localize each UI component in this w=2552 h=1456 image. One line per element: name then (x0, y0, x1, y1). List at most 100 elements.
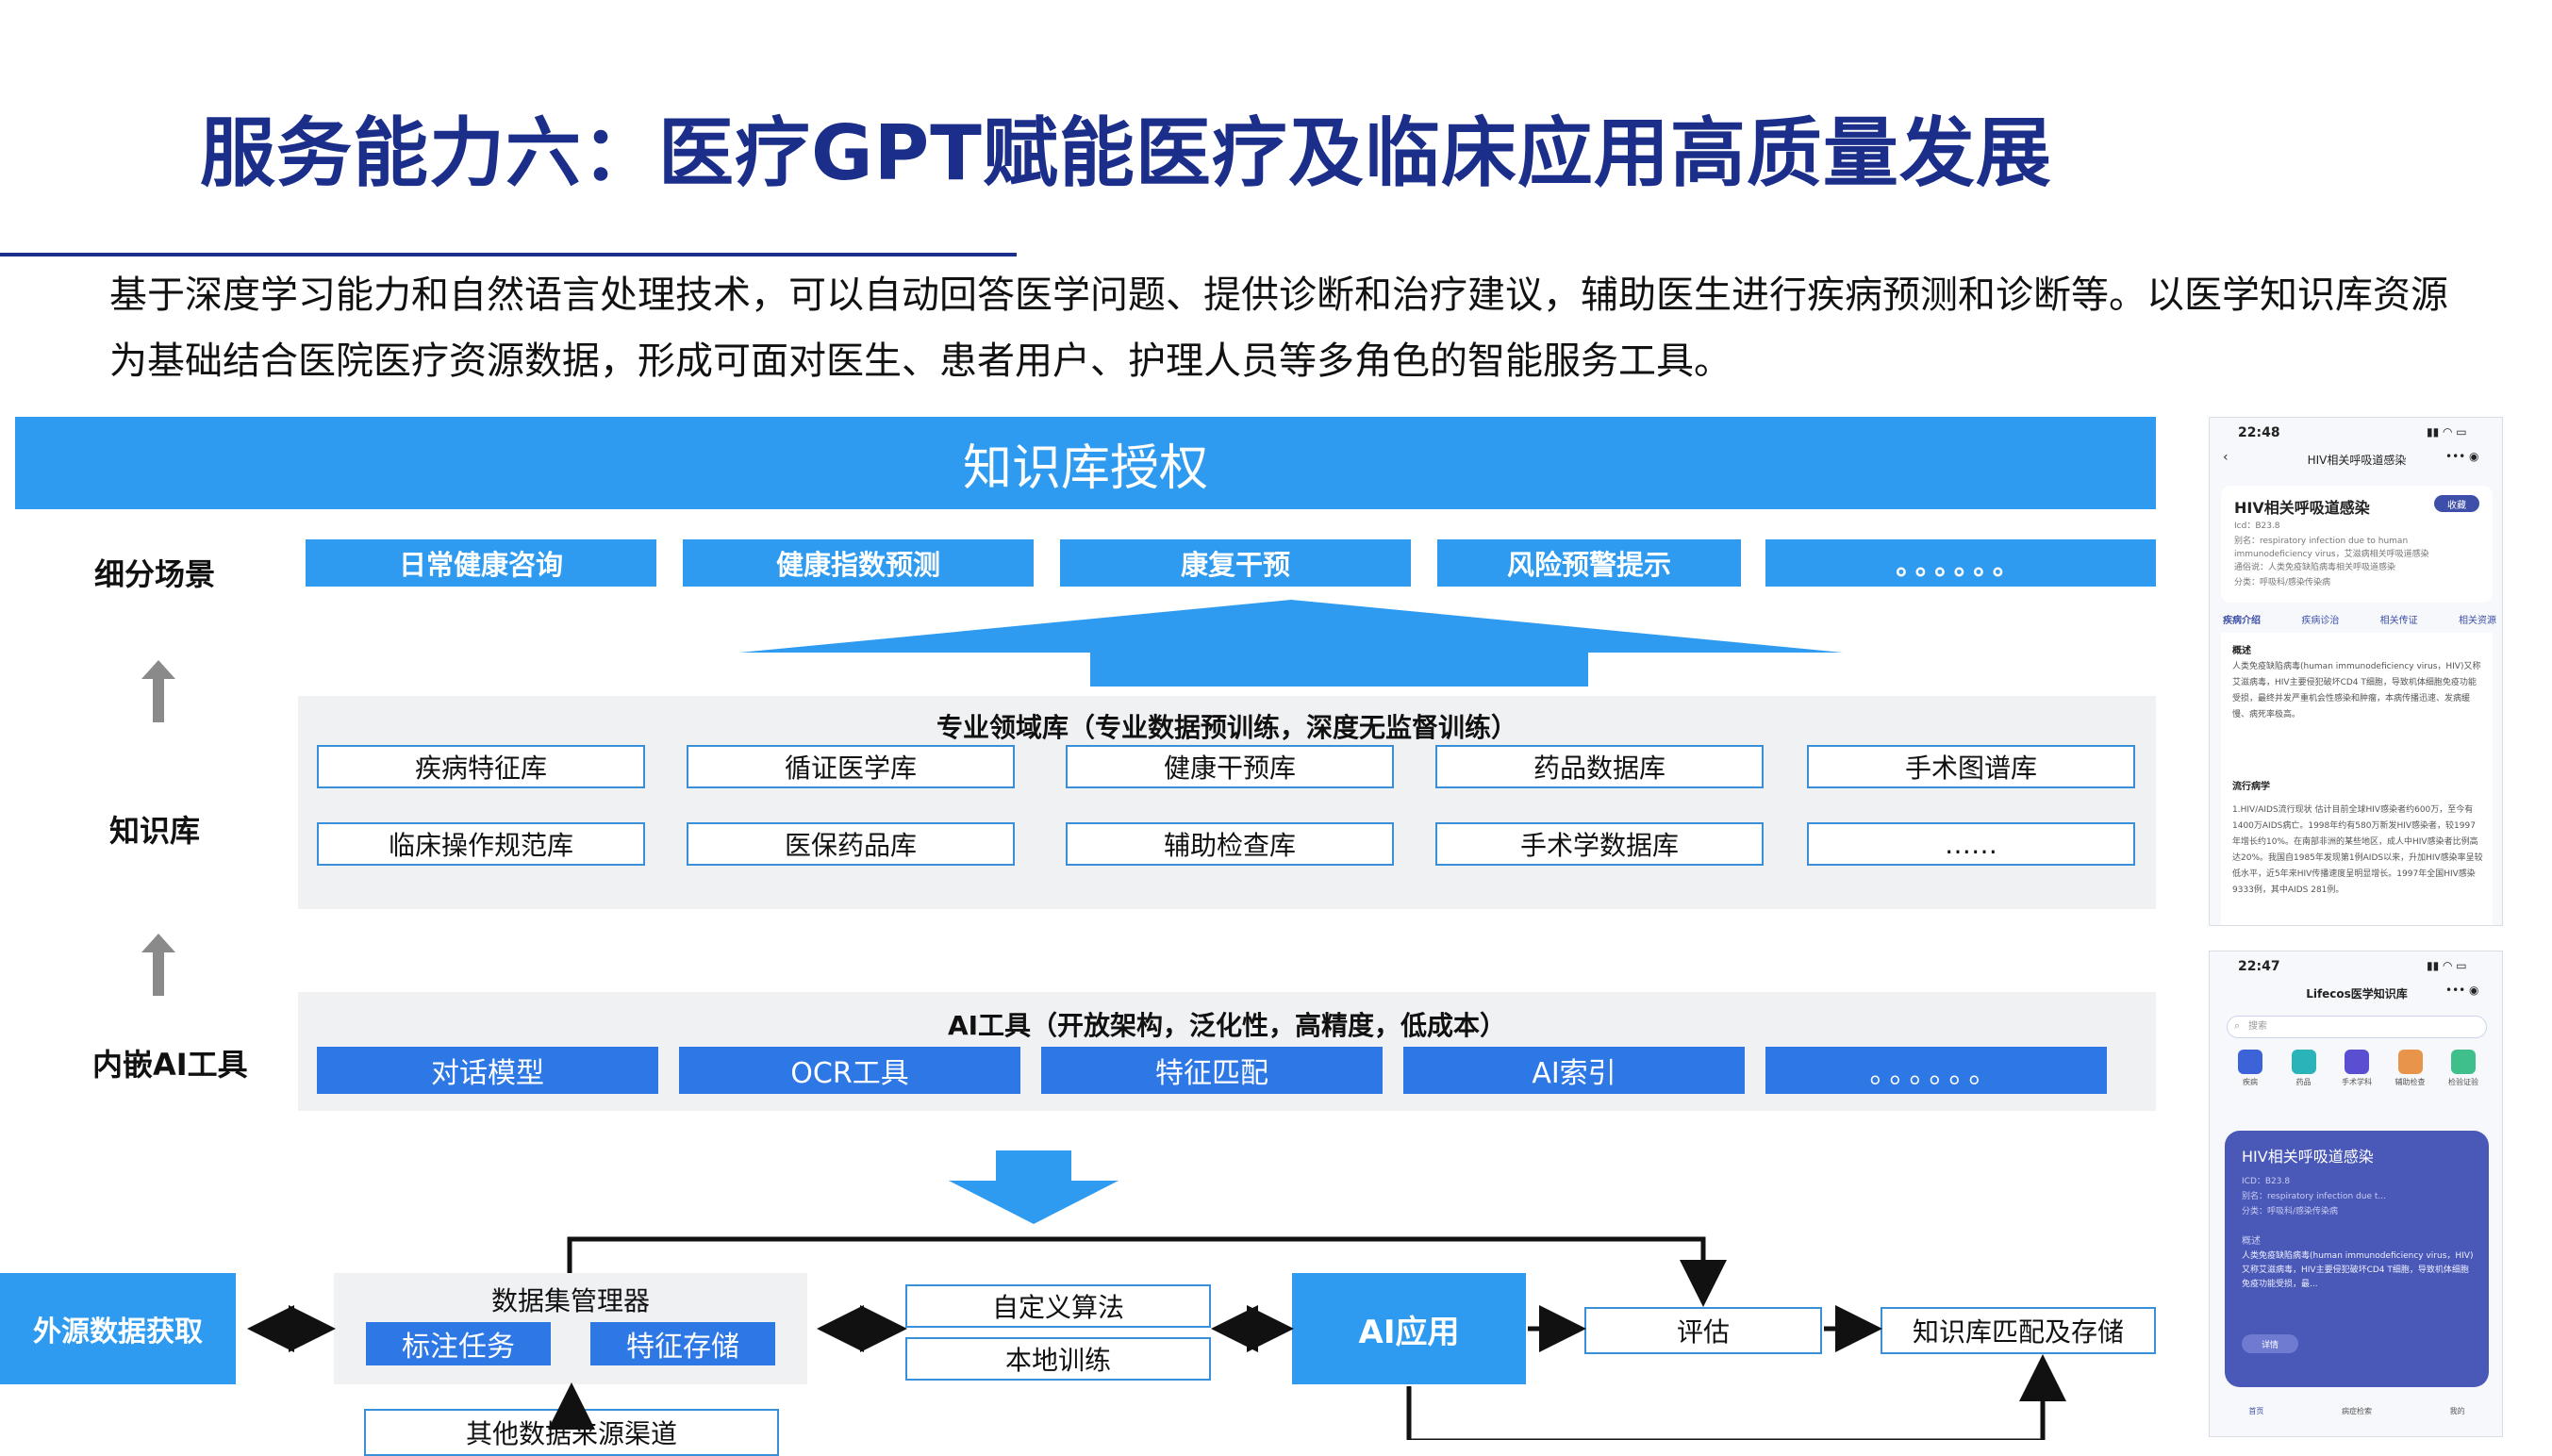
big-up-arrow-icon (739, 600, 1843, 687)
exam-icon (2397, 1050, 2423, 1074)
ai-application-box: AI应用 (1292, 1273, 1526, 1384)
plain-name: 通俗说：人类免疫缺陷病毒相关呼吸道感染 (2234, 563, 2396, 572)
local-training-box: 本地训练 (905, 1337, 1211, 1381)
phone-nav-title: HIV相关呼吸道感染 (2307, 454, 2407, 467)
scene-box: 健康指数预测 (683, 539, 1034, 587)
dataset-manager-label: 数据集管理器 (490, 1285, 650, 1316)
label-scenes: 细分场景 (94, 556, 216, 592)
kb-item: 手术学数据库 (1435, 822, 1764, 866)
category-label: 药品 (2295, 1078, 2312, 1086)
search-icon: ⌕ (2234, 1019, 2241, 1032)
category-surgery[interactable]: 手术学科 (2333, 1050, 2380, 1087)
disease-icon (2238, 1050, 2262, 1074)
category: 分类：呼吸科/感染传染病 (2234, 578, 2331, 587)
status-icons: ▮▮ ◠ ▭ (2427, 425, 2467, 438)
kb-item: 辅助检查库 (1066, 822, 1394, 866)
featured-card-title: HIV相关呼吸道感染 (2242, 1148, 2374, 1166)
label-tools: 内嵌AI工具 (92, 1047, 248, 1083)
evaluate-box: 评估 (1584, 1307, 1822, 1354)
more-icon[interactable]: ••• ◉ (2445, 450, 2479, 463)
kb-panel (298, 696, 2156, 909)
tool-box: 。。。。。。 (1765, 1047, 2107, 1094)
scene-box: 风险预警提示 (1437, 539, 1741, 587)
section-overview: 概述 (2232, 646, 2251, 656)
category-label: 疾病 (2243, 1078, 2258, 1086)
phone-nav-title: Lifecos医学知识库 (2306, 987, 2408, 1001)
scene-box: 日常健康咨询 (306, 539, 656, 587)
tool-box: OCR工具 (679, 1047, 1020, 1094)
overview-text: 人类免疫缺陷病毒(human immunodeficiency virus，HI… (2232, 662, 2481, 720)
featured-alias: 别名：respiratory infection due t... (2242, 1192, 2386, 1201)
icd-code: Icd：B23.8 (2234, 521, 2280, 531)
nav-home[interactable]: 首页 (2248, 1407, 2264, 1415)
tool-box: 特征匹配 (1041, 1047, 1383, 1094)
featured-section: 概述 (2242, 1236, 2261, 1247)
phone-screenshot-knowledge-home: 22:47 ▮▮ ◠ ▭ Lifecos医学知识库 ••• ◉ 搜索 ⌕ 疾病 … (2209, 951, 2503, 1437)
tab-related[interactable]: 相关传证 (2379, 616, 2418, 626)
tools-panel-title: AI工具（开放架构，泛化性，高精度，低成本） (947, 1010, 1507, 1041)
featured-text: 人类免疫缺陷病毒(human immunodeficiency virus，HI… (2242, 1251, 2474, 1289)
flow-connectors (247, 1236, 2066, 1440)
down-arrow-icon (949, 1150, 1119, 1224)
featured-icd: ICD：B23.8 (2242, 1177, 2291, 1186)
kb-item: 疾病特征库 (317, 745, 645, 788)
kb-item: 手术图谱库 (1807, 745, 2135, 788)
category-exam[interactable]: 辅助检查 (2387, 1050, 2434, 1087)
nav-search[interactable]: 病症检索 (2341, 1407, 2372, 1415)
disease-card-title: HIV相关呼吸道感染 (2234, 499, 2370, 517)
test-icon (2451, 1050, 2476, 1074)
category-test[interactable]: 检验证验 (2440, 1050, 2487, 1087)
favorite-button[interactable]: 收藏 (2434, 495, 2479, 512)
phone-content: 概述 人类免疫缺陷病毒(human immunodeficiency virus… (2221, 633, 2493, 925)
category-drug[interactable]: 药品 (2280, 1050, 2328, 1087)
custom-algorithm-box: 自定义算法 (905, 1284, 1211, 1328)
kb-item: …… (1807, 822, 2135, 866)
category-icons: 疾病 药品 手术学科 辅助检查 检验证验 (2227, 1050, 2487, 1087)
nav-mine[interactable]: 我的 (2449, 1407, 2465, 1415)
phone-time: 22:48 (2238, 425, 2280, 440)
label-kb: 知识库 (109, 813, 201, 849)
scene-box: 康复干预 (1060, 539, 1411, 587)
phone-tabs: 疾病介绍 疾病诊治 相关传证 相关资源 (2223, 612, 2496, 626)
title-underline (0, 253, 1017, 256)
category-label: 辅助检查 (2395, 1078, 2426, 1086)
category-label: 手术学科 (2342, 1078, 2372, 1086)
back-icon[interactable]: ‹ (2223, 450, 2229, 465)
alias: 别名：respiratory infection due to human im… (2234, 537, 2429, 559)
kb-match-store-box: 知识库匹配及存储 (1881, 1307, 2156, 1354)
kb-item: 健康干预库 (1066, 745, 1394, 788)
disease-card: HIV相关呼吸道感染 收藏 Icd：B23.8 别名：respiratory i… (2221, 486, 2493, 603)
drug-icon (2291, 1050, 2316, 1074)
scene-box: 。。。。。。 (1765, 539, 2156, 587)
tool-box: 对话模型 (317, 1047, 658, 1094)
search-input[interactable]: 搜索 (2227, 1016, 2487, 1038)
annotate-task-box: 标注任务 (366, 1322, 551, 1365)
kb-item: 医保药品库 (687, 822, 1015, 866)
kb-item: 循证医学库 (687, 745, 1015, 788)
epidemiology-text: 1.HIV/AIDS流行现状 估计目前全球HIV感染者约600万，至今有1400… (2232, 805, 2483, 895)
intro-paragraph: 基于深度学习能力和自然语言处理技术，可以自动回答医学问题、提供诊断和治疗建议，辅… (109, 273, 2448, 383)
category-label: 检验证验 (2448, 1078, 2478, 1086)
tool-box: AI索引 (1403, 1047, 1745, 1094)
external-data-box: 外源数据获取 (0, 1273, 236, 1384)
details-button[interactable]: 详情 (2242, 1334, 2298, 1353)
tab-resources[interactable]: 相关资源 (2458, 616, 2496, 626)
featured-category: 分类：呼吸科/感染传染病 (2242, 1207, 2339, 1216)
bottom-nav: 首页 病症检索 我的 (2210, 1406, 2502, 1416)
category-disease[interactable]: 疾病 (2227, 1050, 2274, 1087)
kb-panel-title: 专业领域库（专业数据预训练，深度无监督训练） (936, 712, 1517, 743)
up-arrow-icon (141, 934, 175, 996)
up-arrow-icon (141, 660, 175, 722)
more-icon[interactable]: ••• ◉ (2445, 984, 2479, 997)
kb-item: 临床操作规范库 (317, 822, 645, 866)
status-icons: ▮▮ ◠ ▭ (2427, 959, 2467, 972)
tab-intro[interactable]: 疾病介绍 (2223, 616, 2261, 626)
surgery-icon (2345, 1050, 2369, 1074)
phone-time: 22:47 (2238, 959, 2280, 974)
page-title: 服务能力六：医疗GPT赋能医疗及临床应用高质量发展 (200, 109, 2052, 197)
tab-treatment[interactable]: 疾病诊治 (2301, 616, 2340, 626)
featured-disease-card[interactable]: HIV相关呼吸道感染 ICD：B23.8 别名：respiratory infe… (2225, 1131, 2489, 1387)
kb-item: 药品数据库 (1435, 745, 1764, 788)
feature-store-box: 特征存储 (590, 1322, 775, 1365)
phone-screenshot-disease-detail: 22:48 ▮▮ ◠ ▭ ‹ HIV相关呼吸道感染 ••• ◉ HIV相关呼吸道… (2209, 417, 2503, 926)
